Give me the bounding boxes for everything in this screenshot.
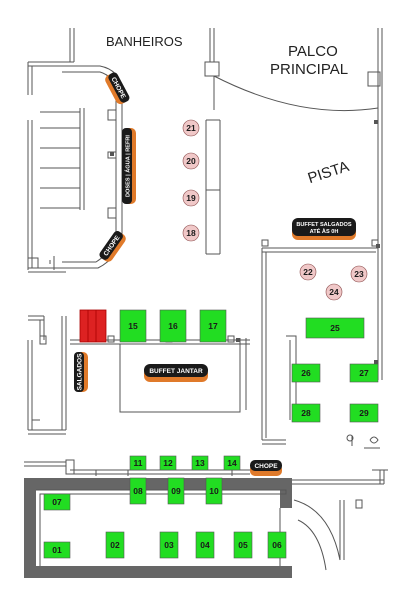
station-chope-bottom[interactable]: CHOPE [98, 229, 128, 263]
label-table-14: 14 [227, 458, 237, 468]
label-table-09: 09 [171, 486, 181, 496]
label-table-27: 27 [359, 368, 369, 378]
table-14[interactable] [223, 455, 241, 471]
label-table-29: 29 [359, 408, 369, 418]
label-table-10: 10 [209, 486, 219, 496]
table-07[interactable] [43, 493, 71, 511]
counter-markers [110, 120, 380, 364]
label-table-26: 26 [301, 368, 311, 378]
round-tables [182, 119, 368, 301]
reserved-block [79, 309, 107, 343]
label-table-02: 02 [110, 540, 120, 550]
label-table-28: 28 [301, 408, 311, 418]
station-doses-label: DOSES | ÁGUA | REFRI [125, 135, 132, 197]
station-buffet-jantar[interactable]: BUFFET JANTAR [144, 364, 208, 382]
table-05[interactable] [233, 531, 253, 559]
table-11[interactable] [129, 455, 147, 471]
label-table-22: 22 [303, 267, 313, 277]
table-numbers: 21 20 19 18 22 23 24 15 16 17 25 26 27 2… [52, 123, 369, 555]
station-buffet-salgados[interactable]: BUFFET SALGADOS ATÉ ÀS 0H [292, 218, 356, 240]
table-17[interactable] [199, 309, 227, 343]
label-table-05: 05 [238, 540, 248, 550]
table-03[interactable] [159, 531, 179, 559]
table-18[interactable] [182, 224, 200, 242]
table-08[interactable] [129, 477, 147, 505]
table-23[interactable] [350, 265, 368, 283]
label-table-17: 17 [208, 321, 218, 331]
table-09[interactable] [167, 477, 185, 505]
label-table-12: 12 [163, 458, 173, 468]
table-01[interactable] [43, 541, 71, 559]
table-04[interactable] [195, 531, 215, 559]
table-28[interactable] [291, 403, 321, 423]
table-29[interactable] [349, 403, 379, 423]
label-table-01: 01 [52, 545, 62, 555]
station-buffet-jantar-label: BUFFET JANTAR [149, 368, 203, 375]
table-19[interactable] [182, 189, 200, 207]
table-15[interactable] [119, 309, 147, 343]
table-16[interactable] [159, 309, 187, 343]
label-table-18: 18 [186, 228, 196, 238]
table-06[interactable] [267, 531, 287, 559]
label-table-11: 11 [134, 458, 143, 468]
table-26[interactable] [291, 363, 321, 383]
table-20[interactable] [182, 152, 200, 170]
green-tables [43, 309, 379, 559]
station-chope-right[interactable]: CHOPE [250, 460, 282, 476]
table-25[interactable] [305, 317, 365, 339]
thick-wall [24, 478, 292, 578]
station-chope-right-label: CHOPE [254, 463, 278, 470]
table-12[interactable] [159, 455, 177, 471]
table-21[interactable] [182, 119, 200, 137]
area-palco-line2: PRINCIPAL [270, 61, 349, 78]
station-doses[interactable]: DOSES | ÁGUA | REFRI [122, 128, 136, 204]
label-table-13: 13 [195, 458, 205, 468]
table-13[interactable] [191, 455, 209, 471]
label-table-20: 20 [186, 156, 196, 166]
area-banheiros-label: BANHEIROS [106, 34, 183, 49]
table-24[interactable] [325, 283, 343, 301]
label-table-23: 23 [354, 269, 364, 279]
table-10[interactable] [205, 477, 223, 505]
area-palco-line1: PALCO [288, 43, 338, 60]
label-table-16: 16 [168, 321, 178, 331]
table-27[interactable] [349, 363, 379, 383]
station-buffet-salgados-line1: BUFFET SALGADOS [296, 222, 352, 228]
label-table-19: 19 [186, 193, 196, 203]
label-table-15: 15 [128, 321, 138, 331]
table-22[interactable] [299, 263, 317, 281]
label-table-08: 08 [133, 486, 143, 496]
label-table-04: 04 [200, 540, 210, 550]
station-chope-top[interactable]: CHOPE [103, 71, 130, 106]
label-table-07: 07 [52, 497, 62, 507]
station-salgados[interactable]: SALGADOS [74, 352, 88, 392]
station-buffet-salgados-line2: ATÉ ÀS 0H [310, 227, 339, 235]
walls [27, 28, 388, 571]
station-salgados-label: SALGADOS [77, 353, 84, 391]
table-02[interactable] [105, 531, 125, 559]
label-table-06: 06 [272, 540, 282, 550]
label-table-25: 25 [330, 323, 340, 333]
label-table-24: 24 [329, 287, 339, 297]
label-table-21: 21 [186, 123, 196, 133]
label-table-03: 03 [164, 540, 174, 550]
